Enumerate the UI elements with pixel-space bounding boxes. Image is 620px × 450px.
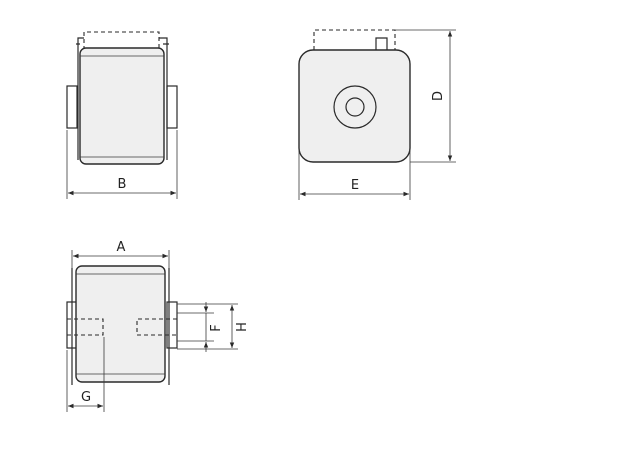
front-view: B [66, 31, 178, 199]
top-right-terminal [166, 301, 178, 349]
top-body [75, 265, 166, 383]
side-view: D E [298, 29, 456, 200]
label-b: B [118, 177, 127, 192]
hidden-holes [67, 318, 177, 336]
dimension-h: H [177, 303, 250, 350]
label-g: G [81, 390, 91, 405]
label-f: F [209, 324, 224, 331]
dimension-g: G [66, 337, 105, 412]
side-top-tab [313, 29, 396, 50]
label-e: E [351, 178, 359, 193]
label-h: H [235, 322, 250, 332]
dimension-f: F [177, 302, 224, 352]
dimension-b: B [66, 130, 178, 199]
top-view: A G F [66, 240, 250, 412]
front-right-terminal [166, 85, 178, 129]
label-d: D [431, 91, 446, 101]
front-left-terminal [66, 85, 78, 129]
front-body [79, 47, 165, 165]
dimension-e: E [298, 150, 411, 200]
label-a: A [117, 240, 126, 255]
dimension-d: D [395, 29, 456, 163]
side-body [298, 49, 411, 163]
front-top-tab [83, 31, 160, 50]
center-hole [345, 97, 365, 117]
center-boss [333, 85, 377, 129]
